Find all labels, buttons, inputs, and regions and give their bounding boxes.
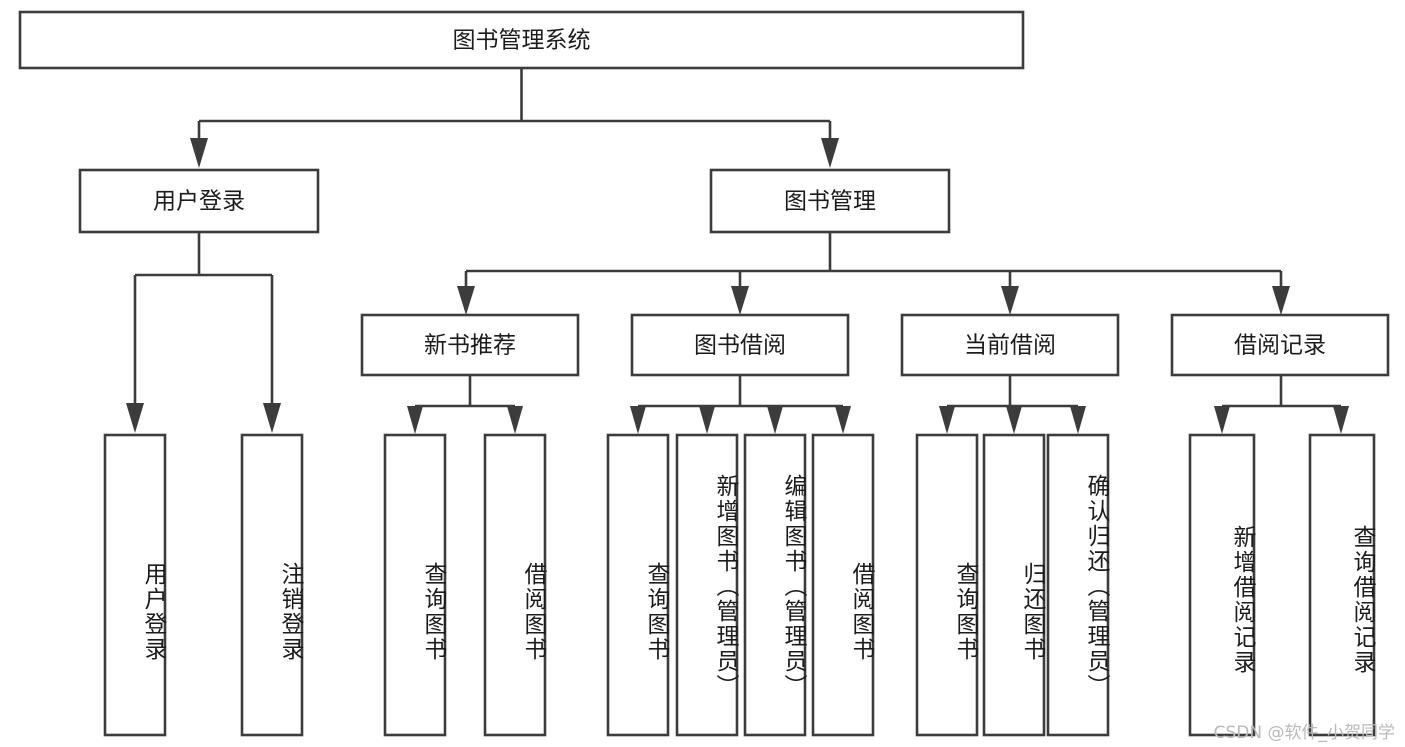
- arrowhead-records-l2: [1333, 406, 1349, 434]
- leaf-new-books-2[interactable]: [483, 433, 547, 737]
- arrowhead-current: [1001, 286, 1019, 315]
- leaf-current-2[interactable]: [982, 433, 1046, 737]
- node-book-borrow[interactable]: [630, 313, 850, 377]
- arrowhead-login-leaf1: [126, 403, 144, 433]
- leaf-borrow-4[interactable]: [811, 433, 875, 737]
- arrowhead-login-leaf2: [263, 403, 281, 433]
- arrowhead-current-l3: [1070, 406, 1086, 434]
- node-new-book-recommend-label: 新书推荐: [424, 333, 516, 359]
- node-book-borrow-label: 图书借阅: [694, 333, 786, 359]
- arrowhead-borrow: [731, 286, 749, 315]
- node-root-label: 图书管理系统: [453, 28, 591, 54]
- arrowhead-borrow-l1: [630, 406, 646, 434]
- node-root[interactable]: [18, 10, 1025, 70]
- arrowhead-borrow-l4: [835, 406, 851, 434]
- leaf-borrow-2[interactable]: [675, 433, 739, 737]
- watermark: CSDN @软件_小贺同学: [1213, 723, 1395, 743]
- node-current-borrow-label: 当前借阅: [964, 333, 1056, 359]
- leaf-records-1[interactable]: [1188, 433, 1256, 737]
- arrowhead-bookmgmt: [821, 138, 839, 168]
- leaf-current-3[interactable]: [1046, 433, 1110, 737]
- node-borrow-records[interactable]: [1170, 313, 1390, 377]
- arrowhead-borrow-l3: [767, 406, 783, 434]
- arrowhead-newbooks-l1: [407, 406, 423, 434]
- arrowhead-records: [1272, 286, 1290, 315]
- leaf-user-login-1[interactable]: [103, 433, 167, 737]
- node-new-book-recommend[interactable]: [360, 313, 580, 377]
- node-user-login-label: 用户登录: [153, 189, 245, 215]
- arrowhead-current-l2: [1006, 406, 1022, 434]
- arrowhead-records-l1: [1214, 406, 1230, 434]
- arrowhead-login: [190, 138, 208, 168]
- node-user-login[interactable]: [78, 168, 320, 234]
- leaf-user-login-2[interactable]: [240, 433, 304, 737]
- node-book-management-label: 图书管理: [784, 189, 876, 215]
- node-current-borrow[interactable]: [900, 313, 1120, 377]
- arrowhead-current-l1: [939, 406, 955, 434]
- leaf-current-1[interactable]: [915, 433, 979, 737]
- node-borrow-records-label: 借阅记录: [1234, 333, 1326, 359]
- leaf-new-books-1[interactable]: [383, 433, 447, 737]
- leaf-records-2[interactable]: [1308, 433, 1376, 737]
- arrowhead-borrow-l2: [699, 406, 715, 434]
- arrowhead-newbooks-l2: [507, 406, 523, 434]
- leaf-borrow-3[interactable]: [743, 433, 807, 737]
- leaf-borrow-1[interactable]: [606, 433, 670, 737]
- node-book-management[interactable]: [709, 168, 951, 234]
- arrowhead-newbooks: [457, 286, 475, 315]
